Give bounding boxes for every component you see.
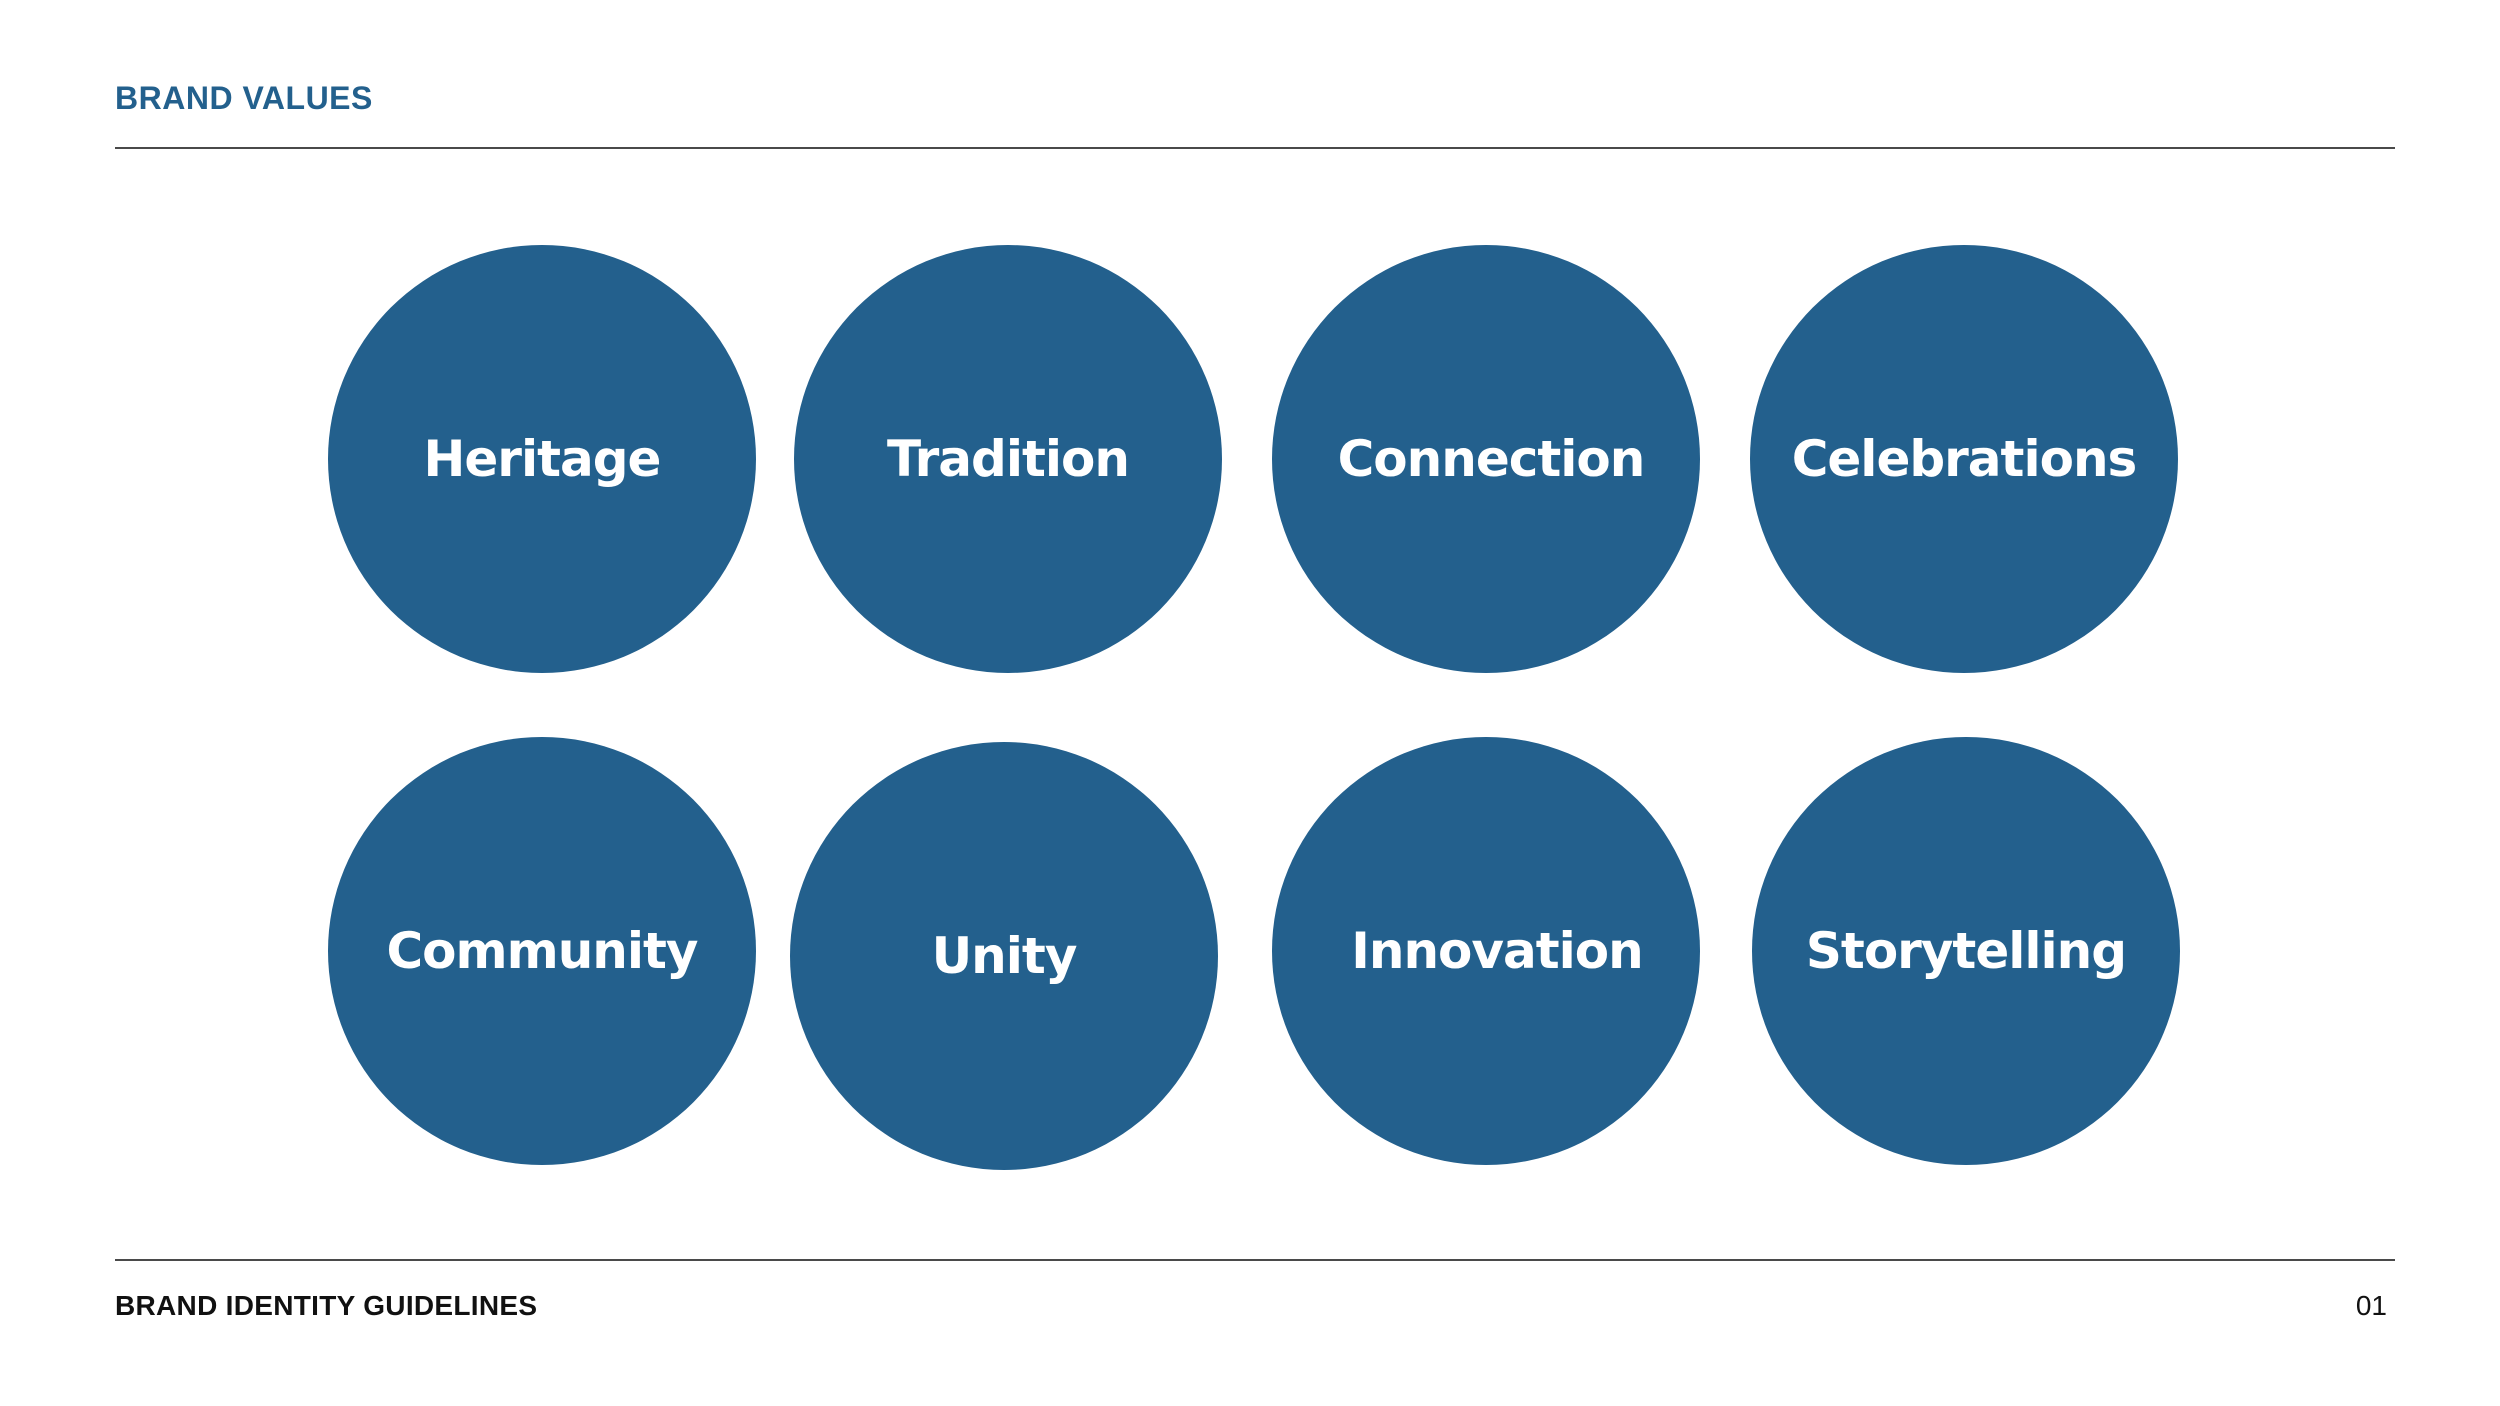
footer-title: BRAND IDENTITY GUIDELINES — [115, 1290, 538, 1321]
value-circle-celebrations: Celebrations — [1750, 245, 2178, 673]
footer-divider — [115, 1259, 2395, 1261]
value-label: Storytelling — [1805, 922, 2127, 980]
value-label: Heritage — [423, 430, 662, 488]
value-circle-connection: Connection — [1272, 245, 1700, 673]
value-label: Community — [386, 922, 698, 980]
value-circle-heritage: Heritage — [328, 245, 756, 673]
value-label: Celebrations — [1791, 430, 2138, 488]
value-label: Unity — [931, 927, 1078, 985]
header-divider — [115, 147, 2395, 149]
value-circle-unity: Unity — [790, 742, 1218, 1170]
page-number: 01 — [2355, 1290, 2387, 1321]
value-circle-tradition: Tradition — [794, 245, 1222, 673]
value-circle-community: Community — [328, 737, 756, 1165]
value-circle-storytelling: Storytelling — [1752, 737, 2180, 1165]
value-label: Innovation — [1351, 922, 1643, 980]
value-label: Tradition — [887, 430, 1130, 488]
page-header-title: BRAND VALUES — [115, 80, 373, 116]
value-label: Connection — [1337, 430, 1646, 488]
value-circle-innovation: Innovation — [1272, 737, 1700, 1165]
